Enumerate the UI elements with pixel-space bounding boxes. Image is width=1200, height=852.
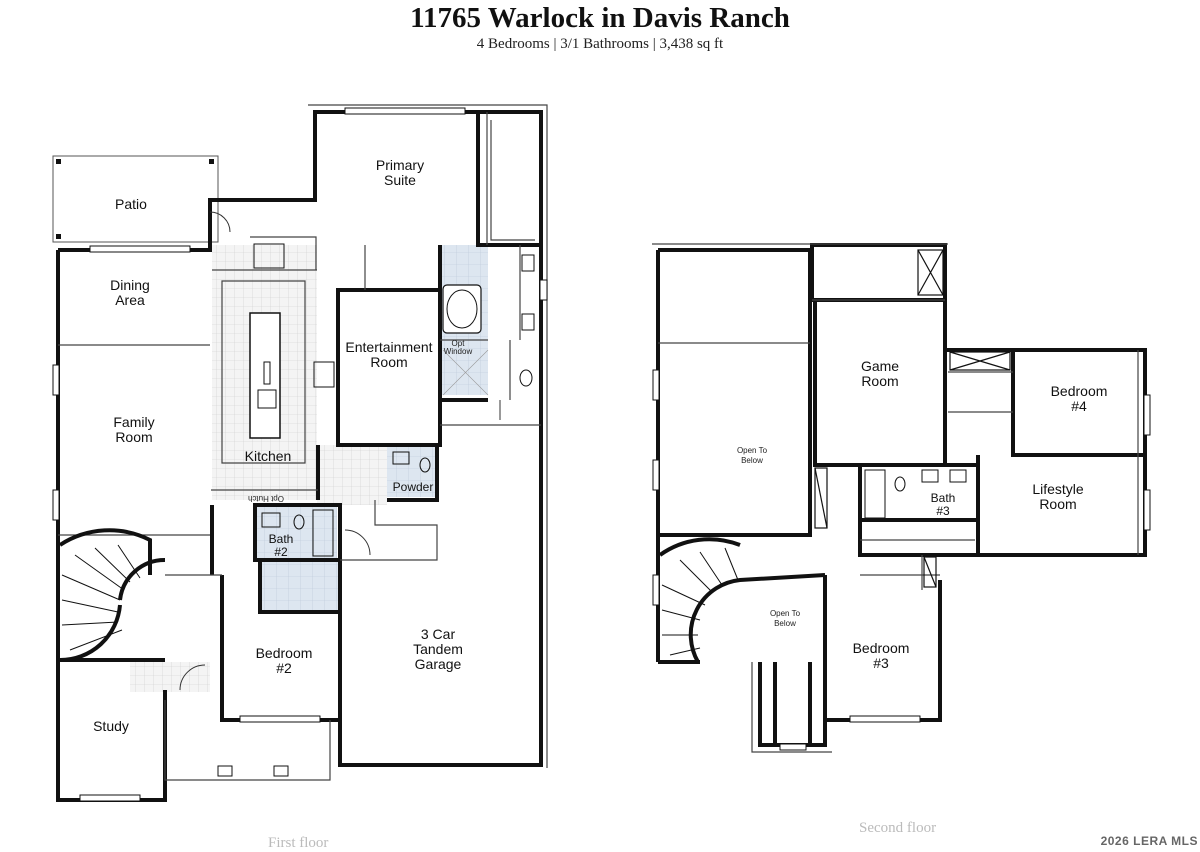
closet-markers	[814, 249, 1011, 588]
label-bedroom3-line2: #3	[873, 655, 889, 671]
label-opt-window-line2: Window	[444, 347, 473, 356]
label-open-below-1-line1: Open To	[737, 446, 768, 455]
label-open-below-1-line2: Below	[741, 456, 763, 465]
label-entertainment-line2: Room	[370, 354, 407, 370]
powder-wet-area	[387, 447, 437, 497]
label-bath3-line1: Bath	[931, 491, 956, 505]
bath2-closet-area	[260, 560, 340, 612]
label-kitchen: Kitchen	[245, 448, 292, 464]
second-floor-interior-lines	[652, 243, 1139, 753]
label-primary-suite-line2: Suite	[384, 172, 416, 188]
label-family-line1: Family	[113, 414, 154, 430]
label-dining-line2: Area	[115, 292, 145, 308]
label-bedroom2-line2: #2	[276, 660, 292, 676]
second-floor-caption: Second floor	[859, 820, 937, 836]
label-dining-line1: Dining	[110, 277, 150, 293]
label-lifestyle-line1: Lifestyle	[1032, 481, 1084, 497]
second-floor-plan	[652, 243, 1151, 753]
label-bedroom3-line1: Bedroom	[853, 640, 910, 656]
page-subtitle: 4 Bedrooms | 3/1 Bathrooms | 3,438 sq ft	[476, 36, 724, 52]
label-opt-hutch: Opt Hutch	[248, 494, 284, 503]
cooktop	[313, 361, 335, 388]
second-floor-windows	[652, 369, 1151, 751]
mls-watermark: 2026 LERA MLS	[1100, 834, 1198, 848]
windows	[52, 107, 548, 802]
kitchen-island	[249, 312, 281, 439]
label-bedroom4-line2: #4	[1071, 398, 1087, 414]
first-floor-stairs	[58, 528, 166, 663]
primary-tub	[442, 284, 482, 334]
label-primary-suite-line1: Primary	[376, 157, 424, 173]
label-game-line1: Game	[861, 358, 899, 374]
study-entry-tile	[130, 662, 210, 692]
label-garage-line2: Tandem	[413, 641, 463, 657]
bath2-wet-area	[255, 505, 337, 560]
label-bath2-line2: #2	[274, 545, 288, 559]
label-game-line2: Room	[861, 373, 898, 389]
label-opt-window-line1: Opt	[452, 339, 466, 348]
label-entertainment-line1: Entertainment	[345, 339, 432, 355]
label-bath2-line1: Bath	[269, 532, 294, 546]
hall-tile-area	[317, 445, 387, 505]
label-bath3-line2: #3	[936, 504, 950, 518]
label-powder: Powder	[393, 480, 434, 494]
label-bedroom4-line1: Bedroom	[1051, 383, 1108, 399]
page-title: 11765 Warlock in Davis Ranch	[410, 2, 790, 34]
first-floor-caption: First floor	[268, 835, 329, 851]
first-floor-plan	[52, 104, 548, 802]
label-garage-line1: 3 Car	[421, 626, 456, 642]
label-lifestyle-line2: Room	[1039, 496, 1076, 512]
label-bedroom2-line1: Bedroom	[256, 645, 313, 661]
label-open-below-2-line2: Below	[774, 619, 796, 628]
label-garage-line3: Garage	[415, 656, 462, 672]
door-swings	[179, 211, 501, 691]
second-floor-stairs	[658, 537, 826, 663]
label-study: Study	[93, 718, 129, 734]
label-open-below-2-line1: Open To	[770, 609, 801, 618]
label-family-line2: Room	[115, 429, 152, 445]
label-patio: Patio	[115, 196, 147, 212]
